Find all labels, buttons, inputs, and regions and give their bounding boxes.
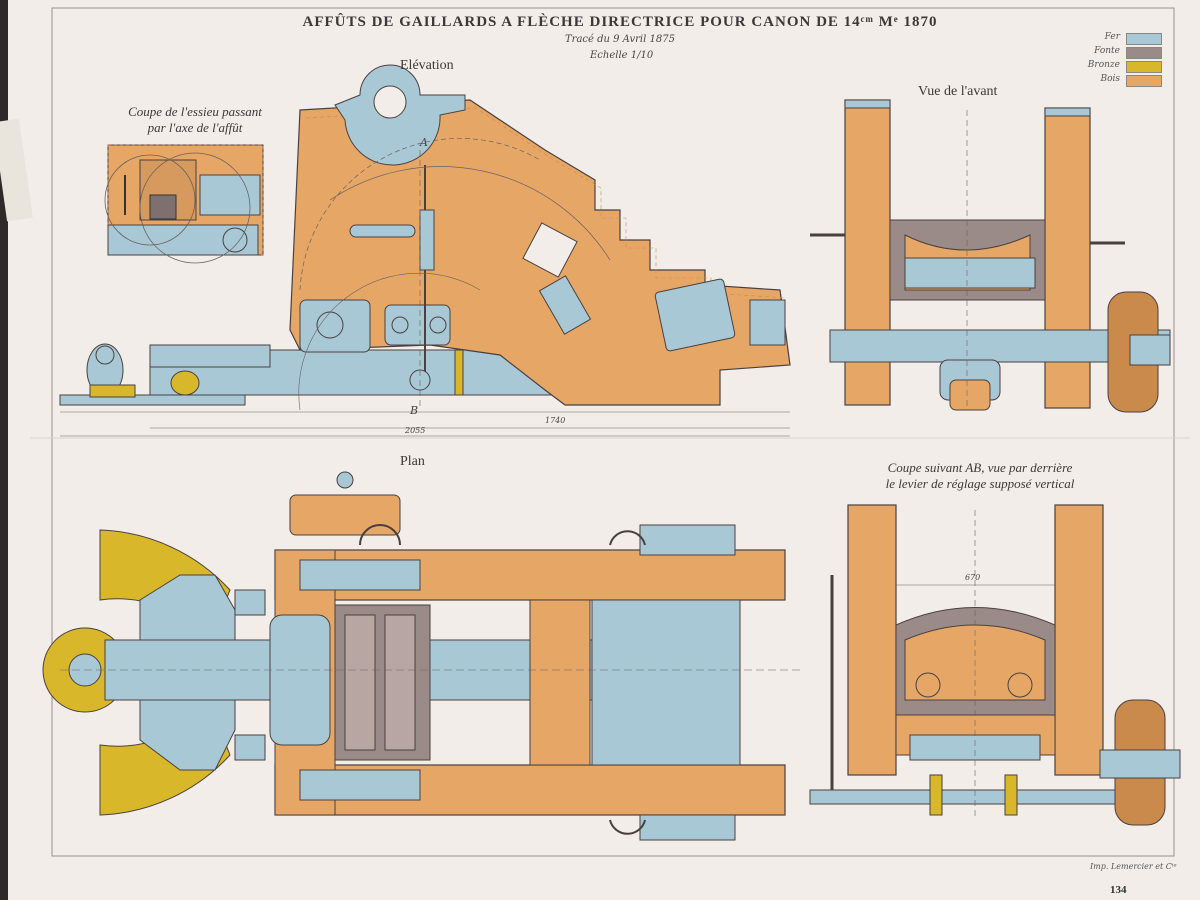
- section-ab-label-line2: le levier de réglage supposé vertical: [885, 476, 1075, 491]
- elevation-view: [59, 64, 791, 437]
- section-mark-b: B: [410, 404, 419, 417]
- legend-swatch-wood: [1126, 75, 1162, 87]
- dimension-middle: 1740: [545, 416, 566, 425]
- legend-swatch-iron: [1126, 33, 1162, 45]
- axle-section-label-line2: par l'axe de l'affût: [147, 120, 243, 135]
- axle-section-label: Coupe de l'essieu passant par l'axe de l…: [95, 104, 295, 136]
- dimension-width: 670: [965, 573, 981, 582]
- section-ab-label-line1: Coupe suivant AB, vue par derrière: [887, 460, 1073, 475]
- page-number: 134: [1110, 884, 1127, 896]
- section-ab-label: Coupe suivant AB, vue par derrière le le…: [830, 460, 1130, 492]
- legend-item-wood: Bois: [1080, 74, 1162, 87]
- trace-date: Tracé du 9 Avril 1875: [565, 34, 675, 45]
- plan-view: [42, 471, 800, 841]
- legend-label: Fonte: [1094, 46, 1120, 56]
- legend-swatch-bronze: [1126, 61, 1162, 73]
- section-ab-view: [809, 504, 1181, 826]
- legend-item-cast-iron: Fonte: [1080, 46, 1162, 59]
- drawing-title: AFFÛTS DE GAILLARDS A FLÈCHE DIRECTRICE …: [302, 14, 938, 30]
- legend-label: Bronze: [1087, 60, 1120, 70]
- drawing-scale: Echelle 1/10: [590, 50, 654, 61]
- drawing-border: [51, 7, 1175, 857]
- legend-item-bronze: Bronze: [1080, 60, 1162, 73]
- plan-label: Plan: [400, 454, 425, 469]
- paper-edge-fragment: [0, 118, 33, 222]
- front-view-label: Vue de l'avant: [918, 84, 998, 99]
- legend-label: Fer: [1104, 32, 1120, 42]
- elevation-label: Elévation: [400, 58, 454, 73]
- legend-swatch-cast-iron: [1126, 47, 1162, 59]
- dimension-overall: 2055: [405, 426, 426, 435]
- axle-section-label-line1: Coupe de l'essieu passant: [128, 104, 262, 119]
- front-view: [810, 99, 1171, 413]
- printer-credit: Imp. Lemercier et Cⁱᵉ: [1090, 862, 1177, 871]
- legend-label: Bois: [1100, 74, 1120, 84]
- axle-section-view: [104, 144, 264, 264]
- section-mark-a: A: [420, 136, 428, 149]
- legend-item-iron: Fer: [1080, 32, 1162, 45]
